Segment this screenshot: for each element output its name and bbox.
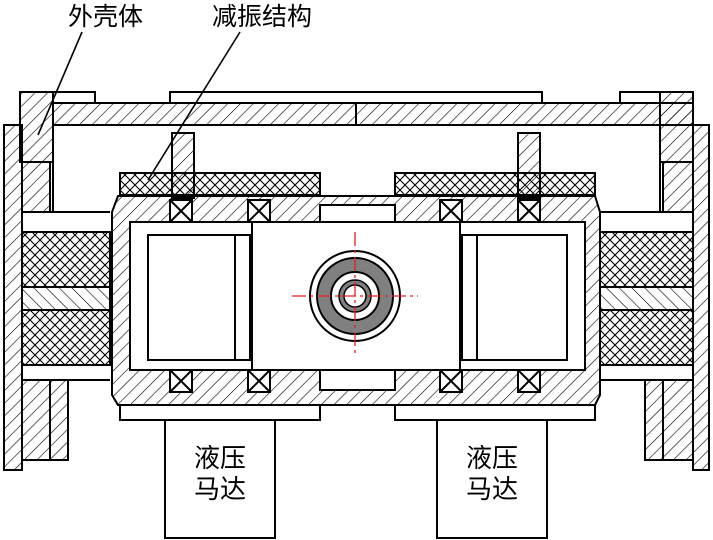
right-hydraulic-motor <box>436 419 548 539</box>
bearing-cross-icon <box>247 199 271 223</box>
motor-label-line2: 马达 <box>465 474 518 505</box>
motor-label-line2: 马达 <box>193 474 246 505</box>
bearing-cross-icon <box>439 369 463 393</box>
top-damping-structure <box>119 132 596 199</box>
central-shaft <box>292 232 418 356</box>
side-damping-pads <box>21 231 694 366</box>
bearing-cross-icon <box>439 199 463 223</box>
housing-label: 外壳体 <box>68 2 144 31</box>
leader-lines <box>37 31 241 181</box>
left-motor-label: 液压 马达 <box>175 444 265 505</box>
bearing-cross-icon <box>247 369 271 393</box>
hydraulic-motors <box>164 419 548 539</box>
motor-label-line1: 液压 <box>465 444 518 474</box>
bearing-cross-icon <box>517 199 541 223</box>
motor-label-line1: 液压 <box>193 444 246 474</box>
bearings <box>169 199 541 393</box>
damping-structure-label: 减振结构 <box>212 2 313 31</box>
outer-housing <box>3 91 710 471</box>
bearing-cross-icon <box>169 369 193 393</box>
bearing-cross-icon <box>517 369 541 393</box>
bearing-cross-icon <box>169 199 193 223</box>
right-motor-label: 液压 马达 <box>447 444 537 505</box>
left-hydraulic-motor <box>164 419 276 539</box>
